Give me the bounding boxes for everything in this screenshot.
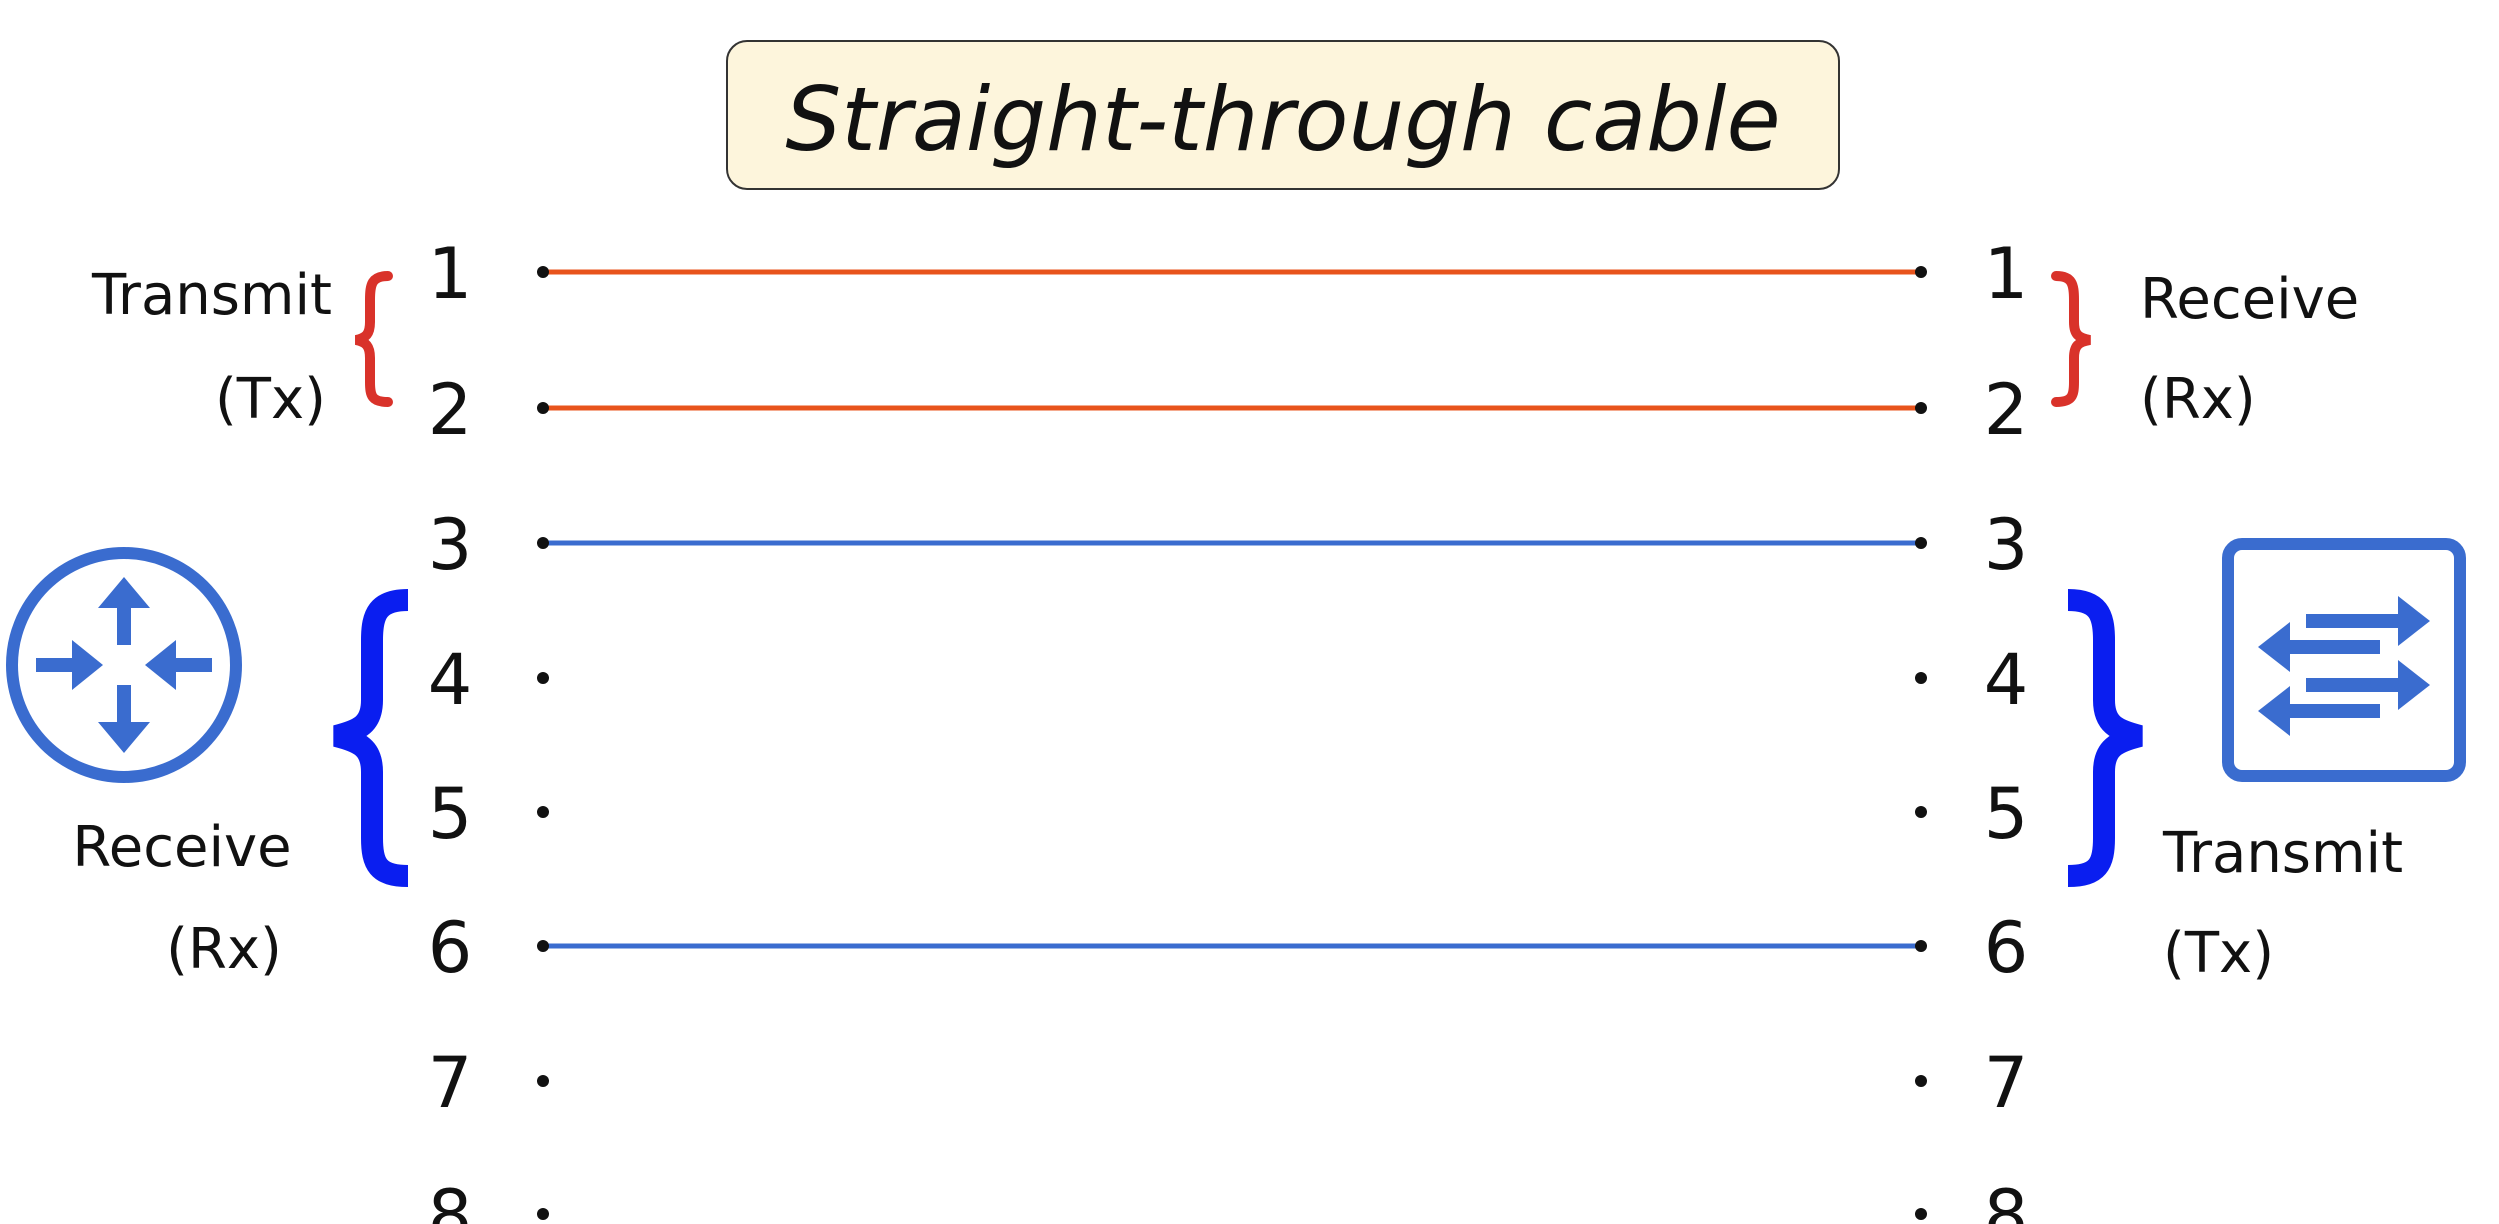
left-dot-7 bbox=[537, 1075, 549, 1087]
right-tx-abbr: (Tx) bbox=[2163, 921, 2274, 986]
left-pin-1: 1 bbox=[428, 233, 473, 315]
right-tx-bracket bbox=[2067, 589, 2143, 887]
right-receive-label: Receive bbox=[2140, 267, 2359, 332]
right-pin-2: 2 bbox=[1984, 369, 2029, 451]
right-pin-1: 1 bbox=[1984, 233, 2029, 315]
left-pin-4: 4 bbox=[428, 639, 473, 721]
router-icon bbox=[6, 547, 242, 783]
left-pin-5: 5 bbox=[428, 773, 473, 855]
left-transmit-label: Transmit bbox=[91, 263, 332, 328]
left-tx-bracket bbox=[354, 271, 393, 407]
left-rx-bracket bbox=[333, 589, 409, 887]
left-dot-8 bbox=[537, 1208, 549, 1220]
right-pin-3: 3 bbox=[1984, 504, 2029, 586]
right-pin-6: 6 bbox=[1984, 907, 2029, 989]
diagram-title: Straight-through cable bbox=[785, 68, 1780, 171]
left-dot-1 bbox=[537, 266, 549, 278]
left-pin-3: 3 bbox=[428, 504, 473, 586]
left-tx-abbr: (Tx) bbox=[215, 367, 326, 432]
left-dot-6 bbox=[537, 940, 549, 952]
left-pin-dots bbox=[537, 266, 549, 1220]
right-rx-abbr: (Rx) bbox=[2140, 367, 2256, 432]
right-pin-4: 4 bbox=[1984, 639, 2029, 721]
switch-icon bbox=[2222, 538, 2466, 782]
left-pin-7: 7 bbox=[428, 1042, 473, 1124]
right-pin-5: 5 bbox=[1984, 773, 2029, 855]
right-dot-1 bbox=[1915, 266, 1927, 278]
left-pin-6: 6 bbox=[428, 907, 473, 989]
right-pin-7: 7 bbox=[1984, 1042, 2029, 1124]
left-dot-2 bbox=[537, 402, 549, 414]
title-box: Straight-through cable bbox=[726, 40, 1840, 190]
left-rx-abbr: (Rx) bbox=[166, 917, 282, 982]
right-rx-bracket bbox=[2051, 271, 2091, 407]
left-dot-5 bbox=[537, 806, 549, 818]
right-dot-4 bbox=[1915, 672, 1927, 684]
wires bbox=[543, 269, 1921, 949]
left-dot-4 bbox=[537, 672, 549, 684]
left-pin-8: 8 bbox=[428, 1175, 473, 1224]
right-dot-7 bbox=[1915, 1075, 1927, 1087]
right-dot-3 bbox=[1915, 537, 1927, 549]
left-dot-3 bbox=[537, 537, 549, 549]
right-pin-8: 8 bbox=[1984, 1175, 2029, 1224]
right-dot-5 bbox=[1915, 806, 1927, 818]
left-pin-2: 2 bbox=[428, 369, 473, 451]
left-labels: Transmit (Tx) Receive (Rx) bbox=[72, 263, 332, 982]
right-dot-6 bbox=[1915, 940, 1927, 952]
right-pin-dots bbox=[1915, 266, 1927, 1220]
right-dot-2 bbox=[1915, 402, 1927, 414]
right-pin-numbers: 1 2 3 4 5 6 7 8 bbox=[1984, 233, 2029, 1224]
right-transmit-label: Transmit bbox=[2162, 821, 2403, 886]
left-pin-numbers: 1 2 3 4 5 6 7 8 bbox=[428, 233, 473, 1224]
left-receive-label: Receive bbox=[72, 815, 291, 880]
right-dot-8 bbox=[1915, 1208, 1927, 1220]
right-labels: Receive (Rx) Transmit (Tx) bbox=[2140, 267, 2403, 986]
